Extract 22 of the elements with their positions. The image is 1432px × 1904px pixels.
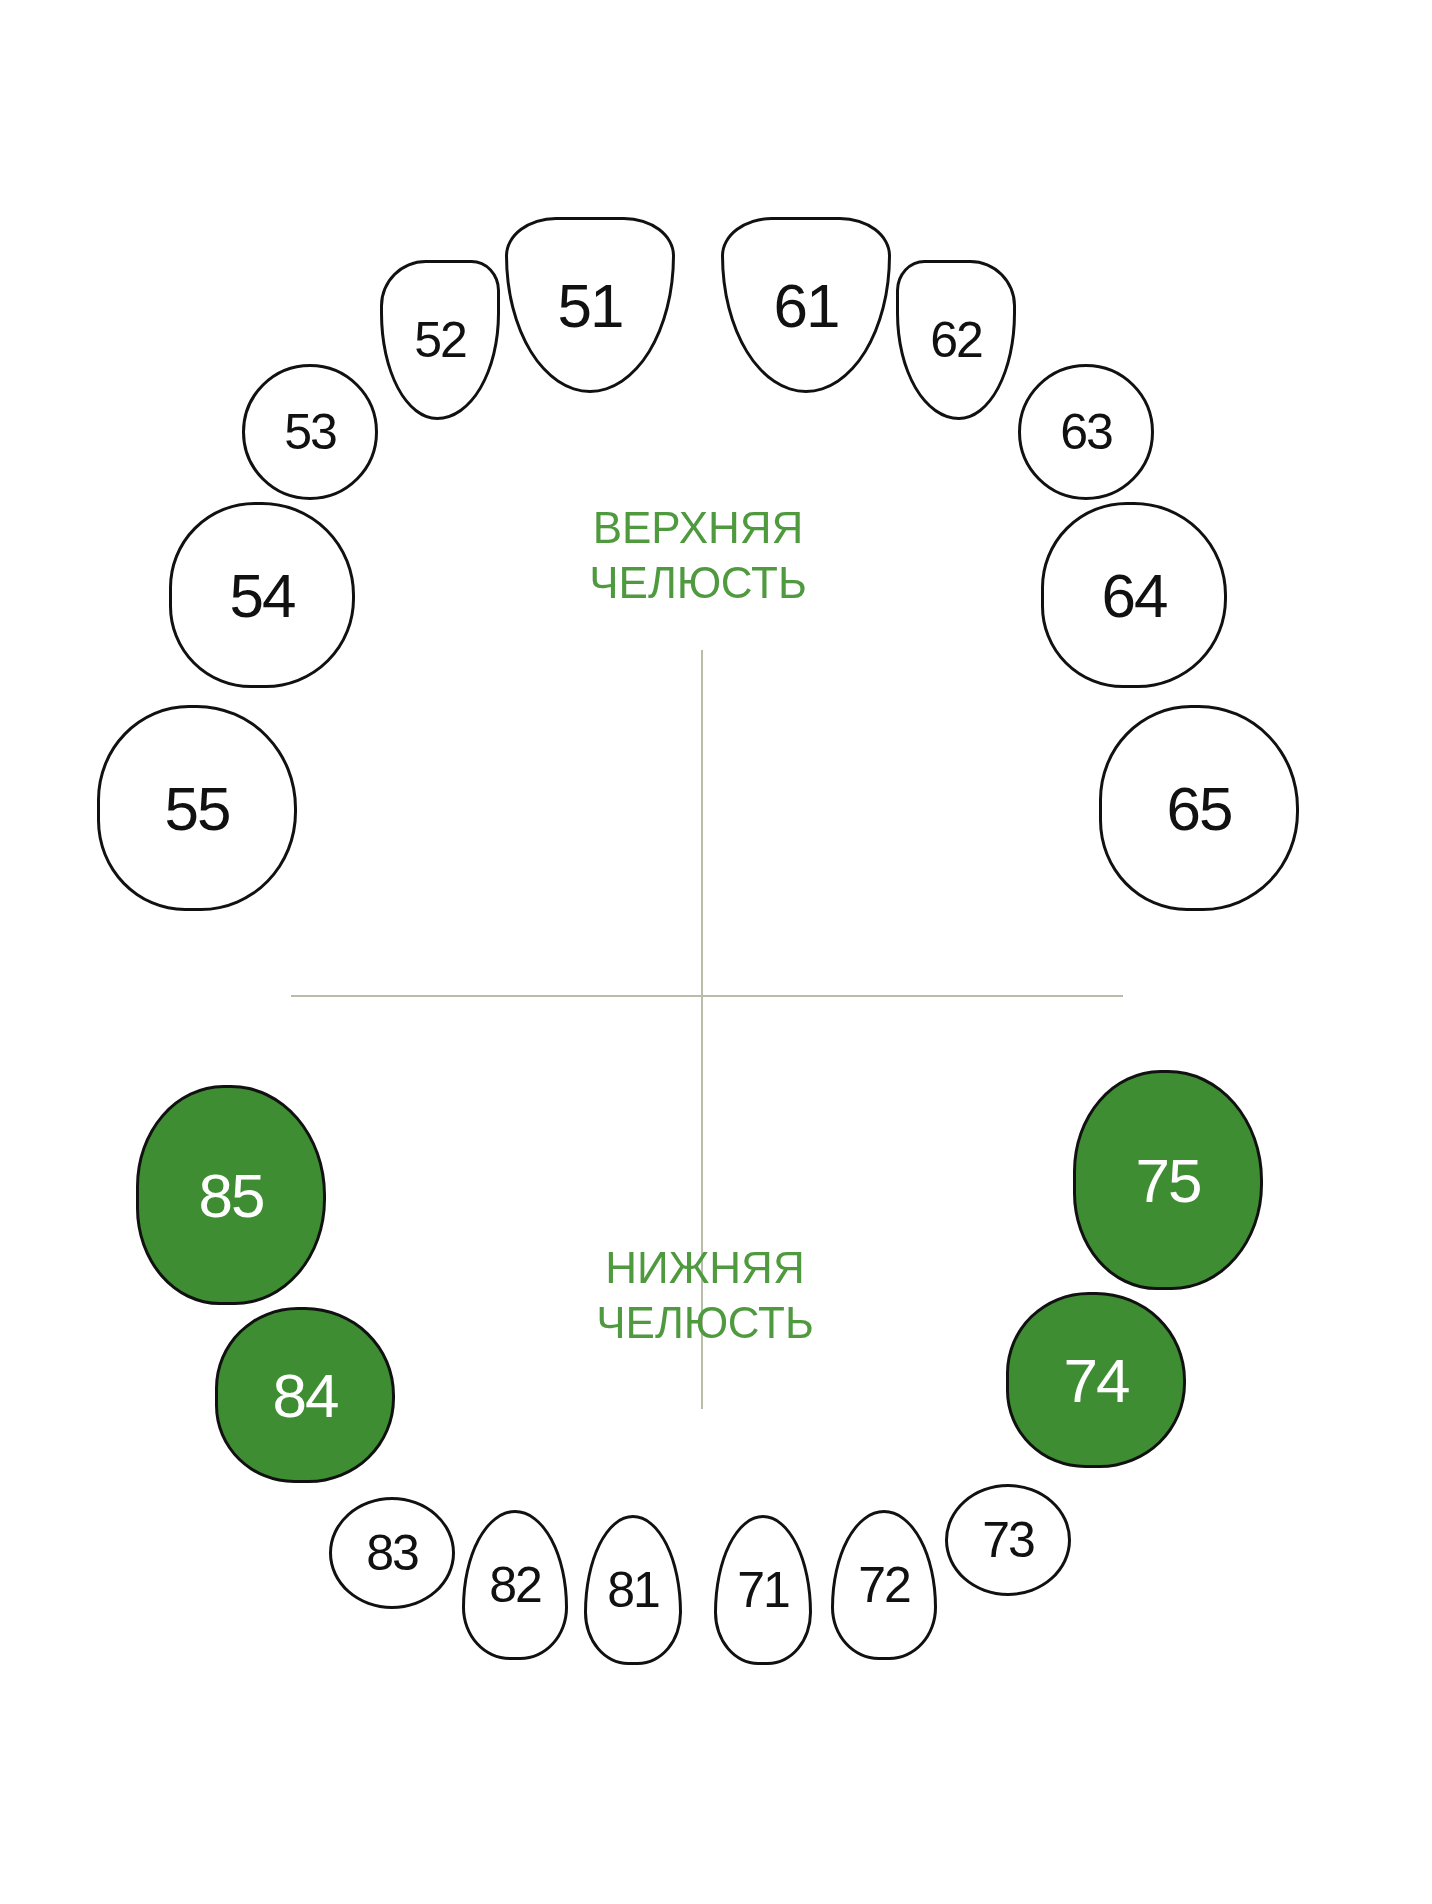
tooth-number: 83 [366, 1524, 418, 1582]
tooth-number: 62 [930, 311, 982, 369]
tooth-number: 85 [198, 1159, 264, 1231]
tooth-number: 55 [164, 772, 230, 844]
tooth-number: 51 [557, 269, 623, 341]
tooth-number: 75 [1135, 1144, 1201, 1216]
tooth-number: 61 [773, 269, 839, 341]
tooth-number: 65 [1166, 772, 1232, 844]
tooth-number: 72 [858, 1556, 910, 1614]
tooth-number: 81 [607, 1561, 659, 1619]
tooth-number: 73 [982, 1511, 1034, 1569]
jaw-label: ВЕРХНЯЯ ЧЕЛЮСТЬ [588, 502, 808, 609]
tooth-number: 71 [737, 1561, 789, 1619]
tooth-number: 52 [414, 311, 466, 369]
jaw-label: НИЖНЯЯ ЧЕЛЮСТЬ [595, 1242, 815, 1349]
tooth-number: 74 [1063, 1344, 1129, 1416]
tooth-number: 53 [284, 403, 336, 461]
tooth-number: 63 [1060, 403, 1112, 461]
tooth-number: 84 [272, 1359, 338, 1431]
tooth-number: 82 [489, 1556, 541, 1614]
tooth-number: 54 [229, 559, 295, 631]
tooth-number: 64 [1101, 559, 1167, 631]
